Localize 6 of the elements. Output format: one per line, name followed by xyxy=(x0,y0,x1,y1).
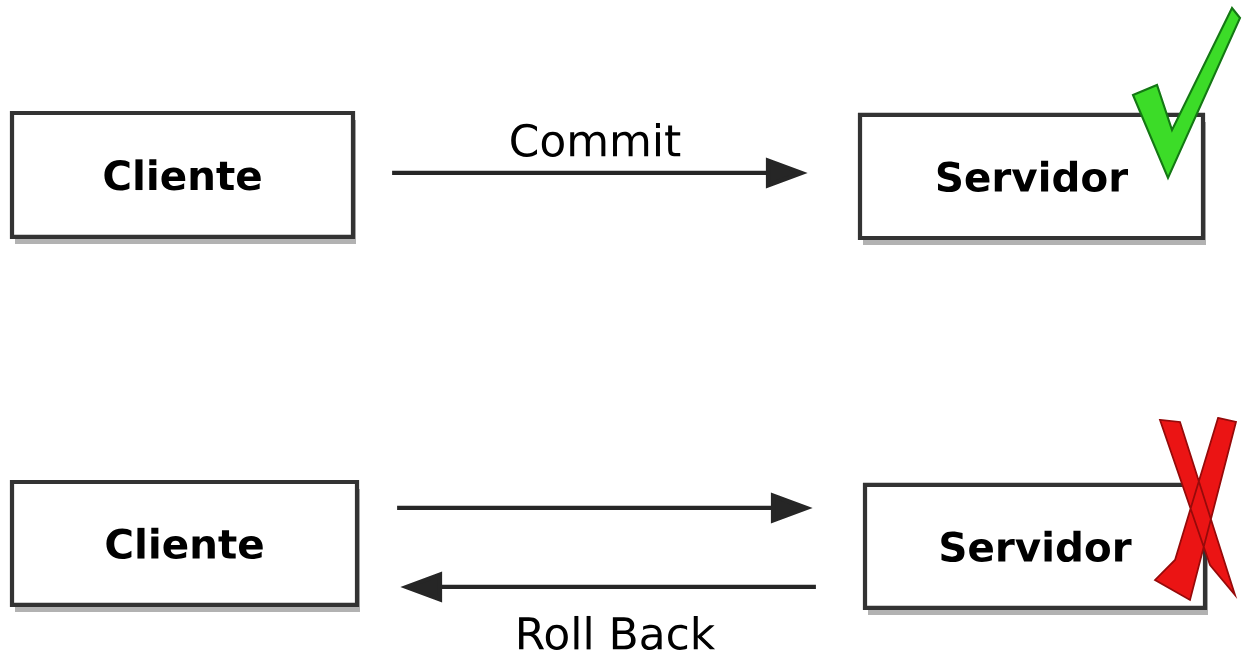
process-box: Servidor xyxy=(862,482,1208,615)
process-box: Cliente xyxy=(9,479,360,612)
process-box: Servidor xyxy=(857,112,1206,245)
process-box: Cliente xyxy=(9,110,356,244)
edge-label: Commit xyxy=(511,122,681,157)
edge-label: Roll Back xyxy=(519,615,716,650)
